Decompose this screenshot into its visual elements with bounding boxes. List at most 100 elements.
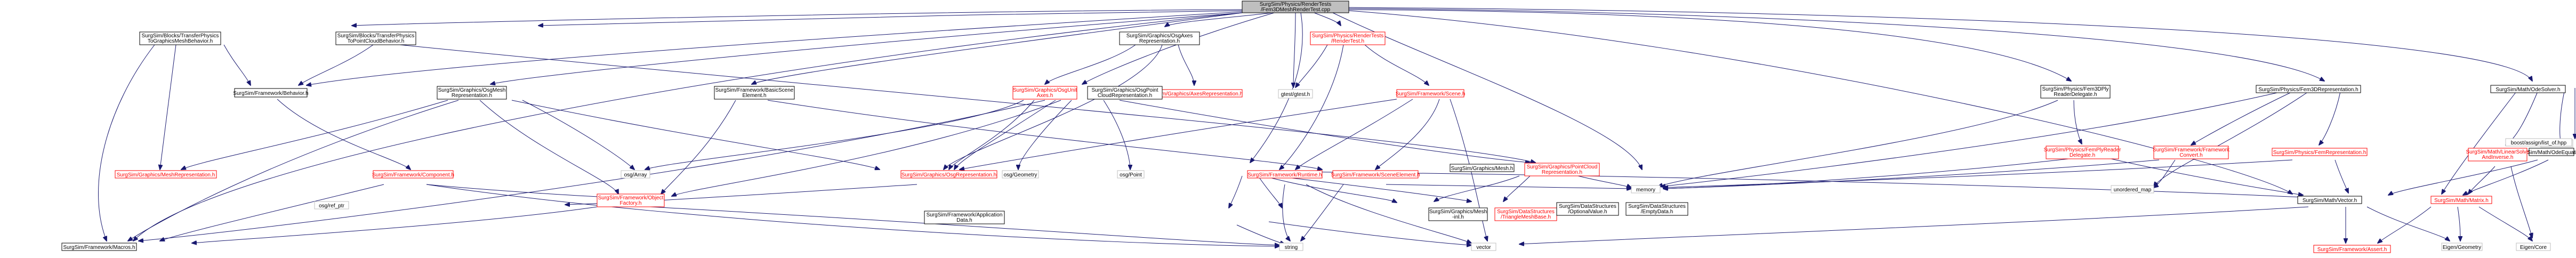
edge-component-macros xyxy=(160,184,384,241)
node-label: vector xyxy=(1476,245,1491,251)
node-fem-ply-reader-delegate[interactable]: SurgSim/Physics/FemPlyReader Delegate.h xyxy=(2043,146,2121,159)
node-label: /OptionalValue.h xyxy=(1568,209,1607,215)
edge-osgaxes-axesrep xyxy=(1178,44,1194,85)
node-label: Eigen/Core xyxy=(2520,245,2547,251)
edge-femrep-memory xyxy=(1663,159,2293,188)
edge-tm-meshrep xyxy=(160,44,176,170)
node-optional-value[interactable]: SurgSim/DataStructures /OptionalValue.h xyxy=(1556,202,1619,216)
node-label: SurgSim/Framework/Object xyxy=(598,195,664,201)
node-runtime[interactable]: SurgSim/Framework/Runtime.h xyxy=(1247,170,1323,179)
node-scene-element[interactable]: SurgSim/Framework/SceneElement.h xyxy=(1331,170,1420,179)
node-scene[interactable]: SurgSim/Framework/Scene.h xyxy=(1396,89,1466,98)
node-transfer-pointcloud-behavior[interactable]: SurgSim/Blocks/TransferPhysics ToPointCl… xyxy=(335,31,416,45)
node-label: boost/assign/list_of.hpp xyxy=(2511,140,2567,146)
edge-osgpc-objfactory xyxy=(672,100,1061,196)
node-graphics-mesh[interactable]: SurgSim/Graphics/Mesh.h xyxy=(1450,164,1515,172)
node-osgaxes-representation[interactable]: SurgSim/Graphics/OsgAxes Representation.… xyxy=(1119,31,1200,45)
edge-femply-memory xyxy=(1663,158,2069,189)
node-render-test[interactable]: SurgSim/Physics/RenderTests /RenderTest.… xyxy=(1310,31,1386,45)
node-label: SurgSim/Physics/Fem3DPly xyxy=(2042,86,2108,92)
edge-scene-osgrep xyxy=(960,99,1397,170)
node-pointcloud-representation[interactable]: SurgSim/Graphics/PointCloud Representati… xyxy=(1524,163,1600,176)
edge-scene-sceneelement xyxy=(1375,99,1440,170)
edge-odesolver-odeeq xyxy=(2560,91,2565,145)
node-axes-representation[interactable]: SurgSim/Graphics/AxesRepresentation.h xyxy=(1146,89,1243,98)
node-osg-ref-ptr[interactable]: osg/ref_ptr xyxy=(314,201,349,209)
node-basic-scene-element[interactable]: SurgSim/Framework/BasicScene Element.h xyxy=(714,86,795,100)
node-math-matrix[interactable]: SurgSim/Math/Matrix.h xyxy=(2430,196,2492,204)
node-osg-point[interactable]: osg/Point xyxy=(1117,170,1145,179)
node-root[interactable]: SurgSim/Physics/RenderTests /Fem3DMeshRe… xyxy=(1242,1,1349,13)
node-label: SurgSim/Physics/RenderTests xyxy=(1260,2,1332,7)
node-label: SurgSim/Graphics/PointCloud xyxy=(1527,164,1598,170)
node-memory[interactable]: memory xyxy=(1631,185,1661,194)
edge-runtime-vector xyxy=(1306,184,1471,243)
node-ode-equation[interactable]: SurgSim/Math/OdeEquation.h xyxy=(2516,148,2576,156)
node-fem3d-ply-reader-delegate[interactable]: SurgSim/Physics/Fem3DPly ReaderDelegate.… xyxy=(2040,85,2111,99)
node-osgmesh-representation[interactable]: SurgSim/Graphics/OsgMesh Representation.… xyxy=(437,86,507,100)
edge-osgmesh-osgarray xyxy=(522,100,634,170)
node-assert[interactable]: SurgSim/Framework/Assert.h xyxy=(2313,245,2391,253)
edge-sceneelement-string xyxy=(1301,184,1344,241)
edge-tm-macros xyxy=(98,44,155,241)
node-framework-convert[interactable]: SurgSim/Framework/Framework Convert.h xyxy=(2153,146,2230,159)
edge-tp-pointcloud xyxy=(399,44,1535,163)
node-label: SurgSim/DataStructures xyxy=(1497,209,1555,215)
edge-odeeq-vector3 xyxy=(2388,159,2538,195)
node-eigen-geometry[interactable]: Eigen/Geometry xyxy=(2441,243,2483,251)
node-osg-geometry[interactable]: osg/Geometry xyxy=(1002,170,1039,179)
edge-root-transfer-mesh xyxy=(352,9,1243,26)
node-label: Representation.h xyxy=(1542,170,1582,175)
node-label: gtest/gtest.h xyxy=(1281,92,1310,98)
dependency-edges xyxy=(98,7,2575,246)
node-transfer-mesh-behavior[interactable]: SurgSim/Blocks/TransferPhysics ToGraphic… xyxy=(139,31,221,45)
edge-osgmesh-macros xyxy=(128,100,459,241)
node-linear-solve-and-inverse[interactable]: SurgSim/Math/LinearSolve AndInverse.h xyxy=(2466,148,2530,162)
node-osg-unit-axes[interactable]: SurgSim/Graphics/OsgUnit Axes.h xyxy=(1012,86,1077,100)
node-boost-assign[interactable]: boost/assign/list_of.hpp xyxy=(2505,138,2572,147)
node-osg-pointcloud-representation[interactable]: SurgSim/Graphics/OsgPoint CloudRepresent… xyxy=(1087,86,1163,100)
node-math-vector[interactable]: SurgSim/Math/Vector.h xyxy=(2297,196,2362,204)
node-label: SurgSim/Framework/Scene.h xyxy=(1396,91,1466,97)
node-behavior[interactable]: SurgSim/Framework/Behavior.h xyxy=(233,88,309,98)
node-object-factory[interactable]: SurgSim/Framework/Object Factory.h xyxy=(597,194,665,207)
node-eigen-core[interactable]: Eigen/Core xyxy=(2516,243,2551,251)
node-label: SurgSim/Blocks/TransferPhysics xyxy=(142,33,219,39)
node-osg-array[interactable]: osg/Array xyxy=(621,170,650,179)
node-graphics-mesh-inl[interactable]: SurgSim/Graphics/Mesh -inl.h xyxy=(1428,207,1488,221)
edge-root-basicscene xyxy=(752,12,1243,84)
node-mesh-representation[interactable]: SurgSim/Graphics/MeshRepresentation.h xyxy=(115,170,217,179)
node-fem3d-representation[interactable]: SurgSim/Physics/Fem3DRepresentation.h xyxy=(2256,85,2361,93)
edge-osgpc-osggeometry xyxy=(1018,100,1072,170)
edge-vector3-eigengeom xyxy=(2366,206,2450,241)
node-application-data[interactable]: SurgSim/Framework/Application Data.h xyxy=(924,211,1005,224)
node-label: SurgSim/Graphics/OsgAxes xyxy=(1126,33,1193,39)
node-label: osg/Point xyxy=(1120,172,1142,178)
node-string[interactable]: string xyxy=(1279,243,1303,251)
edge-osgpc-osgrep xyxy=(954,100,1056,170)
node-macros[interactable]: SurgSim/Framework/Macros.h xyxy=(61,243,137,251)
node-label: Factory.h xyxy=(620,200,642,206)
node-vector[interactable]: vector xyxy=(1471,243,1496,251)
node-osg-representation[interactable]: SurgSim/Graphics/OsgRepresentation.h xyxy=(900,170,997,179)
edge-mesh-meshinl xyxy=(1229,175,1243,208)
edge-component-objfactory xyxy=(426,184,608,197)
edge-osgpc-pointcloudrep xyxy=(1119,100,1530,163)
edge-osgmesh-meshrep xyxy=(181,100,448,170)
node-gtest[interactable]: gtest/gtest.h xyxy=(1278,89,1313,99)
node-ode-solver[interactable]: SurgSim/Math/OdeSolver.h xyxy=(2490,85,2566,93)
node-empty-data[interactable]: SurgSim/DataStructures /EmptyData.h xyxy=(1625,202,1688,216)
edge-mesh-vector3 xyxy=(1276,171,2303,197)
edge-root-odesolver xyxy=(1348,7,2532,81)
edge-matrix-assert xyxy=(2378,206,2432,243)
edge-root-rendertest xyxy=(1311,11,1341,26)
node-component[interactable]: SurgSim/Framework/Component.h xyxy=(372,170,454,179)
node-fem-representation[interactable]: SurgSim/Physics/FemRepresentation.h xyxy=(2272,148,2368,156)
node-unordered-map[interactable]: unordered_map xyxy=(2111,185,2154,194)
node-label: ToPointCloudBehavior.h xyxy=(348,38,405,44)
node-label: SurgSim/Physics/FemPlyReader xyxy=(2043,147,2121,153)
node-triangle-mesh-base[interactable]: SurgSim/DataStructures /TriangleMeshBase… xyxy=(1494,207,1557,221)
graph-nodes: SurgSim/Physics/RenderTests /Fem3DMeshRe… xyxy=(61,1,2576,253)
node-label: osg/Geometry xyxy=(1004,172,1037,178)
edge-osgaxes-osgrep xyxy=(944,44,1163,170)
